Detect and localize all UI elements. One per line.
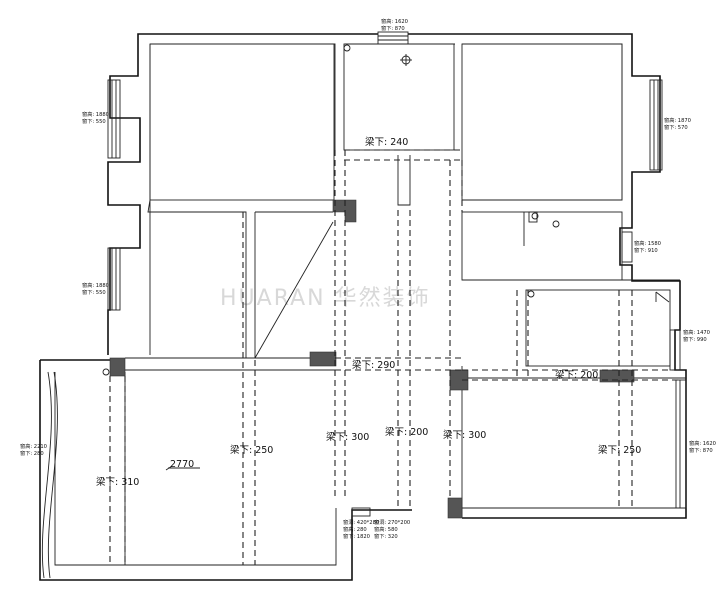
window-note-top-1: 窗高: 1620 [381,17,408,25]
window-note-right-mid-2: 窗下: 910 [634,246,658,254]
windows [107,31,687,517]
beam-label-left-room: 梁下: 310 [96,476,139,488]
window-note-top-2: 窗下: 870 [381,24,405,32]
window-note-right-small-1: 窗高: 1470 [683,328,710,336]
dimension-label: 2770 [170,459,194,470]
window-note-left-lower-2: 窗下: 550 [82,288,106,296]
window-note-bottom-b-1: 窗洞: 270*200 [374,518,410,526]
window-note-right-lower-2: 窗下: 870 [689,446,713,454]
window-note-bottom-a-2: 窗高: 280 [343,525,367,533]
window-note-right-mid-1: 窗高: 1580 [634,239,661,247]
beam-label-center-a: 梁下: 300 [326,431,369,443]
window-notes: 窗高: 1620 窗下: 870 窗高: 1880 窗下: 550 窗高: 18… [20,17,716,540]
window-note-balcony-2: 窗下: 280 [20,449,44,457]
beam-label-middle-center: 梁下: 290 [352,359,395,371]
window-note-right-small-2: 窗下: 990 [683,335,707,343]
beam-label-right-middle: 梁下: 200 [555,369,598,381]
window-note-left-upper-2: 窗下: 550 [82,117,106,125]
window-note-right-upper-2: 窗下: 570 [664,123,688,131]
beam-label-living-left: 梁下: 250 [230,444,273,456]
window-note-right-upper-1: 窗高: 1870 [664,116,691,124]
pillars [109,199,635,519]
window-note-bottom-b-2: 窗高: 580 [374,525,398,533]
beams [109,149,680,565]
beam-label-center-c: 梁下: 300 [443,429,486,441]
beam-label-center-b: 梁下: 200 [385,426,428,438]
rooms [41,43,686,579]
beam-label-top-center: 梁下: 240 [365,136,408,148]
window-note-balcony-1: 窗高: 2210 [20,442,47,450]
window-note-right-lower-1: 窗高: 1620 [689,439,716,447]
window-note-bottom-a-1: 窗洞: 420*280 [343,518,379,526]
window-note-bottom-a-3: 窗下: 1820 [343,532,370,540]
window-note-left-upper-1: 窗高: 1880 [82,110,109,118]
beam-label-right-room: 梁下: 250 [598,444,641,456]
watermark: HUARAN 华然装饰 [220,286,431,311]
window-note-bottom-b-3: 窗下: 320 [374,532,398,540]
fixtures [102,44,560,471]
window-note-left-lower-1: 窗高: 1880 [82,281,109,289]
